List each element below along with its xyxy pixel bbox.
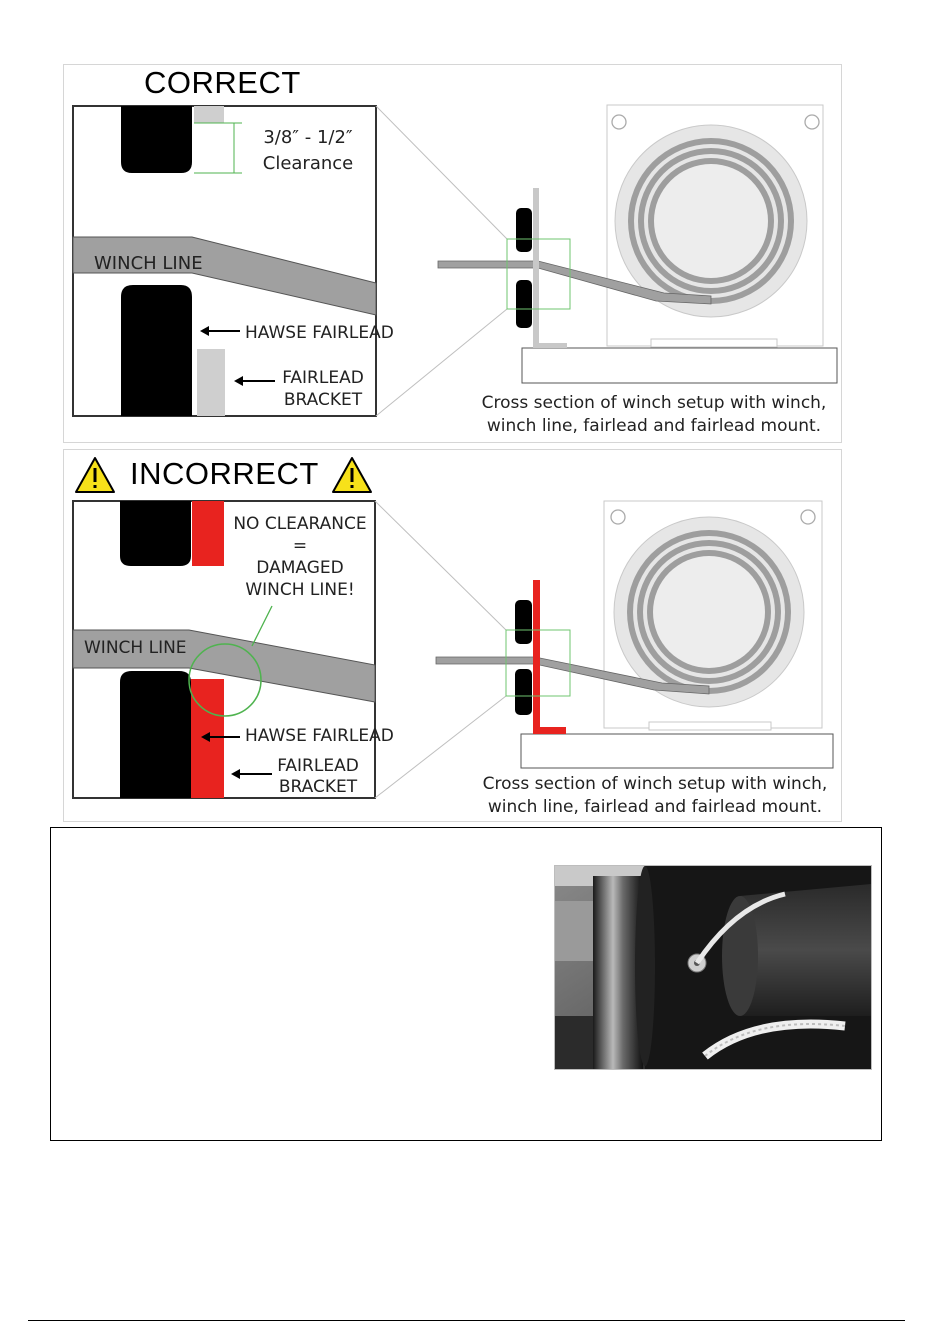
winch-line-band <box>72 236 377 316</box>
fairlead-roller-bottom <box>121 285 192 416</box>
bracket-arrowhead <box>234 376 243 386</box>
bracket-bottom <box>197 349 225 416</box>
footer-rule <box>28 1320 905 1321</box>
correct-caption-2: winch line, fairlead and fairlead mount. <box>486 416 822 436</box>
bracket-arrowhead <box>231 769 240 779</box>
incorrect-diagram-graphic <box>72 457 834 799</box>
mount-hole-left <box>611 114 627 130</box>
zoom-connector-bottom <box>374 695 507 799</box>
warning-label-2: = <box>292 536 308 556</box>
warning-label-1: NO CLEARANCE <box>233 514 367 534</box>
foot-plate <box>648 721 772 731</box>
info-box <box>50 827 882 1141</box>
winch-line-label: WINCH LINE <box>84 638 187 658</box>
mount-base <box>521 347 838 384</box>
cross-section-bracket-foot <box>533 343 567 348</box>
fairlead-bracket-label-2: BRACKET <box>278 777 358 797</box>
mount-base <box>520 733 834 769</box>
winch-drum-photo-graphic <box>555 866 871 1069</box>
drum-core <box>654 164 768 278</box>
fairlead-bracket-label-1: FAIRLEAD <box>282 368 364 388</box>
incorrect-caption-1: Cross section of winch setup with winch, <box>482 774 828 794</box>
fairlead-roller-top <box>120 501 191 566</box>
incorrect-caption-2: winch line, fairlead and fairlead mount. <box>487 797 823 817</box>
cross-section-winch-line <box>437 260 712 305</box>
correct-heading: CORRECT <box>144 65 301 100</box>
hawse-fairlead-label: HAWSE FAIRLEAD <box>245 726 394 746</box>
warning-icon-left <box>75 457 115 493</box>
cross-section-winch-line <box>435 656 710 695</box>
zoom-connector-bottom <box>375 308 508 417</box>
cross-section-bracket-foot-red <box>533 727 566 734</box>
cross-section-roller-bottom <box>515 669 532 715</box>
fairlead-roller-bottom <box>120 671 191 798</box>
cross-section-bracket-red <box>533 580 540 734</box>
hawse-arrowhead <box>200 326 209 336</box>
clearance-label-2: Clearance <box>262 153 354 174</box>
correct-diagram-graphic <box>72 104 838 417</box>
bracket-top-red <box>192 501 224 566</box>
hawse-arrowhead <box>201 732 210 742</box>
mount-hole-left <box>610 509 626 525</box>
correct-caption-1: Cross section of winch setup with winch, <box>481 393 827 413</box>
cross-section-roller-top <box>515 600 532 644</box>
cross-section-roller-bottom <box>516 280 532 328</box>
cross-section-bracket <box>533 188 539 348</box>
zoom-connector-top <box>375 105 508 240</box>
clearance-label-1: 3/8″ - 1/2″ <box>263 127 353 148</box>
warning-label-4: WINCH LINE! <box>245 580 355 600</box>
zoom-connector-top <box>374 500 507 631</box>
winch-line-band <box>72 629 376 703</box>
fairlead-roller-top <box>121 106 192 173</box>
damage-highlight-circle <box>188 643 262 717</box>
warning-label-3: DAMAGED <box>256 558 344 578</box>
mount-hole-right <box>800 509 816 525</box>
bracket-top <box>194 106 224 123</box>
drum-core <box>653 556 765 668</box>
damage-pointer-line <box>251 605 273 647</box>
winch-line-label: WINCH LINE <box>94 253 203 274</box>
hawse-fairlead-label: HAWSE FAIRLEAD <box>245 323 394 343</box>
fairlead-bracket-label-2: BRACKET <box>283 390 363 410</box>
cross-section-zoom-box <box>505 629 571 697</box>
mount-hole-right <box>804 114 820 130</box>
fairlead-bracket-label-1: FAIRLEAD <box>277 756 359 776</box>
incorrect-heading: INCORRECT <box>130 456 319 491</box>
foot-plate <box>650 338 778 348</box>
winch-drum-photo <box>554 865 872 1070</box>
incorrect-diagram-panel: INCORRECT NO CLEARANCE = DAMAGED WINCH L… <box>63 449 842 822</box>
correct-diagram-panel: CORRECT 3/8″ - 1/2″ Clearance WINCH LINE… <box>63 64 842 443</box>
warning-icon-right <box>332 457 372 493</box>
cross-section-zoom-box <box>506 238 571 310</box>
cross-section-roller-top <box>516 208 532 252</box>
